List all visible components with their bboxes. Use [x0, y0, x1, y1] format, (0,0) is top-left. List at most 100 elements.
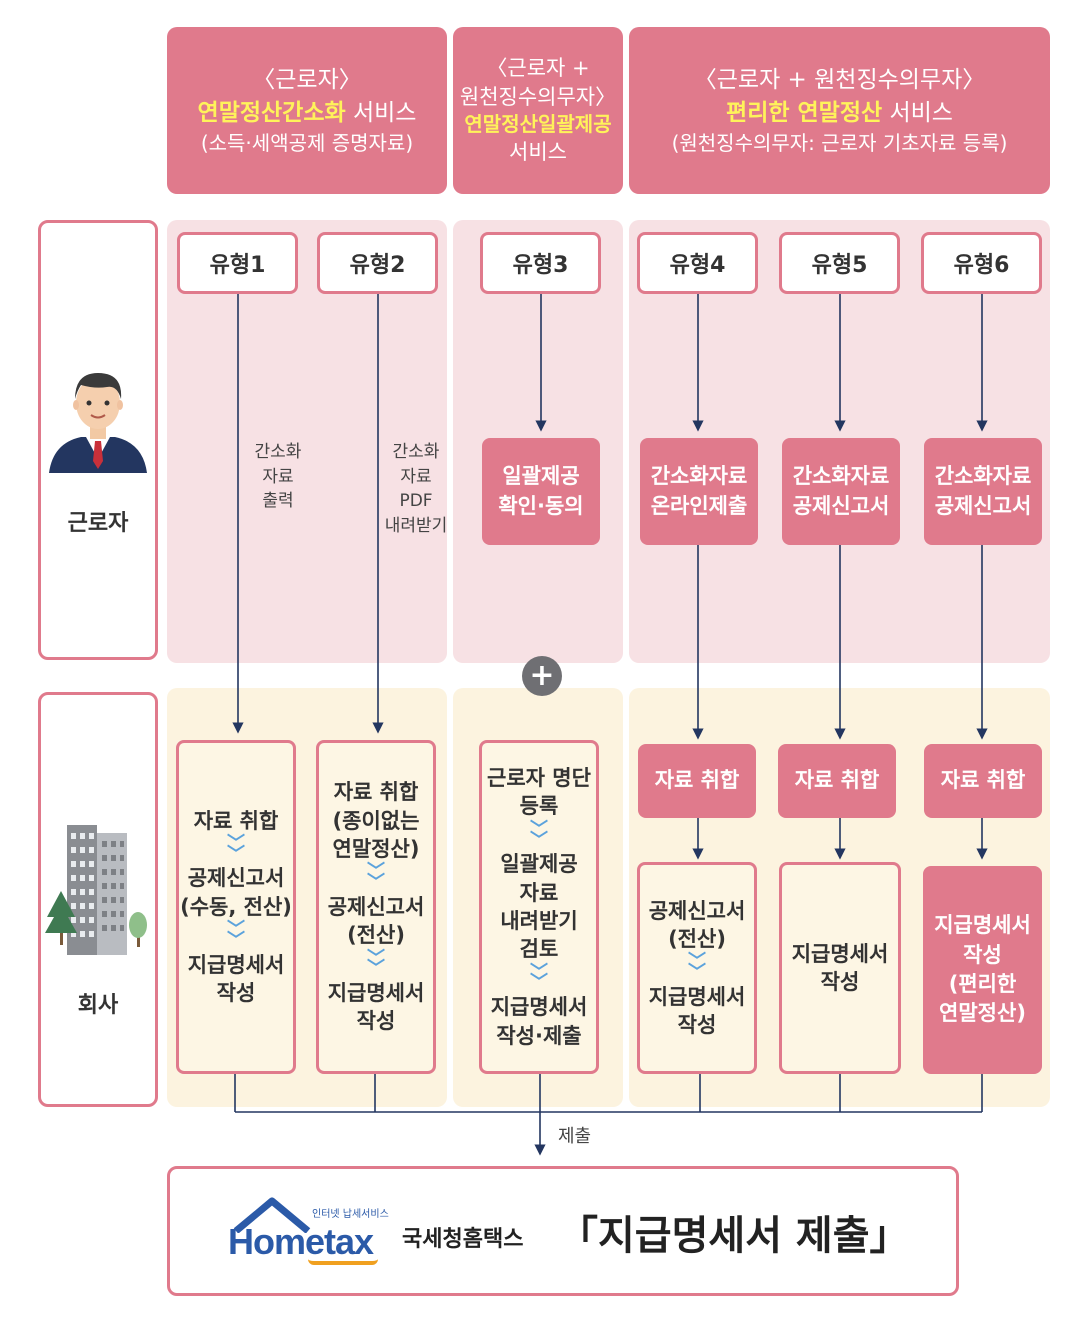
hometax-logo-swoosh [308, 1259, 378, 1265]
type-2-company-step-3-line1: 지급명세서 [327, 981, 425, 1006]
plus-icon: + [522, 656, 562, 696]
chevron-down-icon: ﹀﹀ [227, 919, 245, 951]
type-5-company-process: 지급명세서 작성 [779, 862, 901, 1074]
type-1-company-step-2-line2: (수동, 전산) [180, 894, 292, 919]
type-2-annotation-line3: PDF [399, 491, 433, 512]
type-3-company-process: 근로자 명단 등록 ﹀﹀ 일괄제공 자료 내려받기 검토 ﹀﹀ 지급명세서 작성… [479, 740, 599, 1074]
header-group-3: 〈근로자 + 원천징수의무자〉 편리한 연말정산 서비스 (원천징수의무자: 근… [629, 27, 1050, 194]
header-group-1-suffix: 서비스 [345, 99, 417, 126]
type-4-worker-step: 간소화자료 온라인제출 [640, 438, 758, 545]
type-2-company-step-2-line1: 공제신고서 [327, 894, 425, 919]
type-1-company-step-3-line1: 지급명세서 [187, 952, 285, 977]
worker-illustration [49, 373, 147, 473]
worker-row-label-box: 근로자 [38, 220, 158, 660]
submit-label: 제출 [558, 1126, 592, 1147]
type-2-company-step-2-line2: (전산) [347, 923, 405, 948]
type-5-collect-step: 자료 취합 [778, 744, 896, 818]
type-3-company-step-3-line2: 작성·제출 [496, 1023, 582, 1048]
company-row-label: 회사 [77, 993, 119, 1018]
type-6-company-step-line3: (편리한 [948, 972, 1017, 996]
type-5-worker-step: 간소화자료 공제신고서 [782, 438, 900, 545]
company-row-label-box: 회사 [38, 692, 158, 1107]
footer-box: 인터넷 납세서비스 Hometax 국세청홈택스 「지급명세서 제출」 [167, 1166, 959, 1296]
type-2-annotation: 간소화 자료 PDF 내려받기 [382, 440, 450, 539]
type-3-worker-step-line2: 확인·동의 [498, 493, 584, 518]
header-group-3-highlight: 편리한 연말정산 [726, 99, 883, 126]
type-6-box: 유형6 [921, 232, 1042, 294]
hometax-logo: 인터넷 납세서비스 Hometax [228, 1195, 398, 1275]
header-group-3-line3: (원천징수의무자: 근로자 기초자료 등록) [671, 130, 1008, 155]
header-group-2-line2: 원천징수의무자〉 [459, 84, 617, 109]
chevron-down-icon: ﹀﹀ [367, 947, 385, 980]
type-4-company-process: 공제신고서 (전산) ﹀﹀ 지급명세서 작성 [637, 862, 757, 1074]
header-group-3-suffix: 서비스 [882, 99, 953, 126]
type-6-company-step-line2: 작성 [963, 942, 1002, 967]
type-6-worker-step: 간소화자료 공제신고서 [924, 438, 1042, 545]
header-group-2-line4: 서비스 [509, 140, 567, 165]
type-3-company-step-1-line2: 등록 [519, 794, 559, 819]
chevron-down-icon: ﹀﹀ [227, 832, 245, 865]
type-5-box: 유형5 [779, 232, 900, 294]
type-5-worker-step-line1: 간소화자료 [792, 464, 890, 489]
chevron-down-icon: ﹀﹀ [367, 861, 385, 894]
chevron-down-icon: ﹀﹀ [530, 961, 548, 994]
type-3-company-step-2-line2: 자료 [519, 880, 559, 905]
type-2-box: 유형2 [317, 232, 438, 294]
type-2-company-step-1-line2: (종이없는 [332, 808, 420, 833]
type-2-annotation-line4: 내려받기 [384, 515, 448, 536]
header-group-1-highlight: 연말정산간소화 [197, 99, 346, 126]
type-1-company-step-2-line1: 공제신고서 [187, 866, 285, 891]
type-1-company-process: 자료 취합 ﹀﹀ 공제신고서 (수동, 전산) ﹀﹀ 지급명세서 작성 [176, 740, 296, 1074]
type-3-company-step-2-line1: 일괄제공 [500, 852, 578, 877]
type-4-box: 유형4 [637, 232, 758, 294]
type-5-company-step-line1: 지급명세서 [791, 941, 889, 966]
header-group-1-line1: 〈근로자〉 [252, 67, 362, 94]
header-group-2-line1: 〈근로자 + [486, 56, 590, 81]
header-group-3-line1: 〈근로자 + 원천징수의무자〉 [693, 67, 986, 94]
type-1-annotation-line3: 출력 [262, 491, 294, 512]
chevron-down-icon: ﹀﹀ [530, 818, 548, 851]
type-1-annotation-line2: 자료 [262, 466, 294, 487]
header-group-1: 〈근로자〉 연말정산간소화 서비스 (소득·세액공제 증명자료) [167, 27, 447, 194]
type-6-company-step-line4: 연말정산) [939, 1001, 1026, 1026]
type-6-company-step-line1: 지급명세서 [934, 913, 1031, 938]
type-6-company-process: 지급명세서 작성 (편리한 연말정산) [923, 866, 1042, 1074]
type-4-company-step-2-line2: 작성 [677, 1013, 717, 1038]
header-group-2: 〈근로자 + 원천징수의무자〉 연말정산일괄제공 서비스 [453, 27, 623, 194]
chevron-down-icon: ﹀﹀ [688, 951, 706, 983]
building-illustration [45, 825, 147, 955]
type-3-company-step-3-line1: 지급명세서 [490, 995, 588, 1020]
type-2-annotation-line2: 자료 [400, 466, 432, 487]
footer-title: 「지급명세서 제출」 [558, 1213, 910, 1259]
type-4-company-step-2-line1: 지급명세서 [648, 984, 746, 1009]
type-2-company-step-1-line3: 연말정산) [332, 836, 420, 861]
type-6-worker-step-line1: 간소화자료 [934, 464, 1032, 489]
type-3-worker-step-line1: 일괄제공 [502, 464, 580, 489]
type-1-box: 유형1 [177, 232, 298, 294]
worker-row-label: 근로자 [67, 511, 129, 536]
type-1-company-step-3-line2: 작성 [216, 981, 256, 1006]
type-3-company-step-2-line3: 내려받기 [500, 909, 578, 933]
type-6-collect-step: 자료 취합 [924, 744, 1042, 818]
type-3-company-step-2-line4: 검토 [519, 937, 559, 962]
type-1-annotation: 간소화 자료 출력 [244, 440, 312, 514]
hometax-logo-text: Hometax [228, 1221, 374, 1262]
type-2-company-step-1-line1: 자료 취합 [333, 780, 419, 805]
header-group-2-highlight: 연말정산일괄제공 [464, 112, 612, 137]
type-2-company-process: 자료 취합 (종이없는 연말정산) ﹀﹀ 공제신고서 (전산) ﹀﹀ 지급명세서… [316, 740, 436, 1074]
footer-brand: 국세청홈택스 [402, 1227, 524, 1252]
type-1-company-step-1: 자료 취합 [193, 808, 279, 833]
type-3-company-step-1-line1: 근로자 명단 [487, 766, 591, 791]
type-2-company-step-3-line2: 작성 [356, 1009, 396, 1034]
type-6-worker-step-line2: 공제신고서 [934, 493, 1032, 518]
type-2-annotation-line1: 간소화 [392, 442, 440, 462]
type-3-worker-step: 일괄제공 확인·동의 [482, 438, 600, 545]
type-4-company-step-1-line1: 공제신고서 [648, 898, 746, 923]
type-5-worker-step-line2: 공제신고서 [792, 493, 890, 518]
type-4-company-step-1-line2: (전산) [668, 926, 726, 951]
type-4-worker-step-line2: 온라인제출 [650, 493, 748, 518]
type-3-box: 유형3 [480, 232, 601, 294]
house-roof-icon [233, 1197, 311, 1233]
header-group-1-line3: (소득·세액공제 증명자료) [200, 130, 414, 155]
